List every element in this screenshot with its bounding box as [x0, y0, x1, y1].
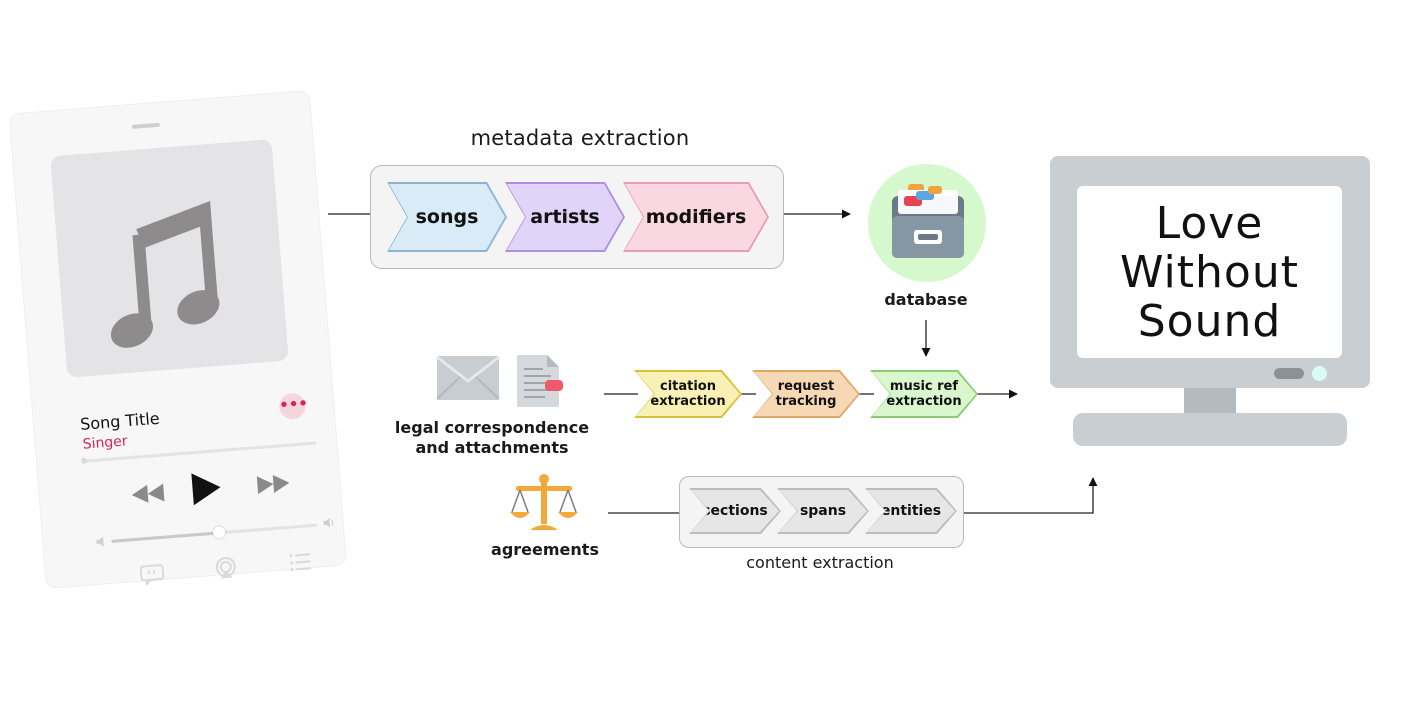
monitor-slot: [1274, 368, 1304, 379]
file-cabinet-icon: [892, 184, 964, 258]
rewind-icon[interactable]: [129, 481, 167, 506]
monitor-neck: [1184, 388, 1236, 414]
album-art: [50, 139, 289, 378]
step-artists: artists: [505, 182, 625, 252]
airplay-icon[interactable]: [213, 556, 239, 580]
queue-list-icon[interactable]: [289, 552, 312, 572]
step-sections-label: sections: [702, 503, 768, 519]
step-songs-label: songs: [415, 206, 479, 228]
step-spans-label: spans: [799, 503, 847, 519]
musicref-line1: music ref: [889, 379, 959, 394]
monitor-title: Love Without Sound: [1120, 199, 1299, 346]
monitor-power-light: [1312, 366, 1327, 381]
monitor-title-line2: Without: [1120, 246, 1299, 298]
play-icon[interactable]: [188, 469, 225, 508]
metadata-steps: songs artists modifiers: [387, 182, 769, 252]
document-attachment-icon: [517, 355, 563, 407]
step-artists-label: artists: [530, 206, 600, 228]
step-entities: entities: [865, 488, 957, 534]
content-to-monitor-arrow: [963, 477, 1098, 514]
legal-label-line1: legal correspondence: [394, 418, 590, 437]
step-entities-label: entities: [880, 503, 942, 519]
citation-line2: extraction: [650, 394, 726, 409]
musicref-line2: extraction: [886, 394, 962, 409]
legal-correspondence-label: legal correspondence and attachments: [392, 418, 592, 458]
music-note-icon: [110, 201, 220, 348]
volume-low-icon: [96, 536, 104, 547]
request-line2: tracking: [775, 394, 837, 409]
step-modifiers: modifiers: [623, 182, 769, 252]
monitor-screen: Love Without Sound: [1077, 186, 1342, 358]
step-songs: songs: [387, 182, 507, 252]
volume-high-icon: [323, 517, 334, 528]
lyrics-icon[interactable]: [139, 564, 165, 586]
monitor-stand: [1073, 413, 1347, 446]
monitor-title-line3: Sound: [1137, 295, 1282, 347]
database-label: database: [884, 290, 968, 309]
fast-forward-icon[interactable]: [255, 472, 293, 497]
content-extraction-caption: content extraction: [746, 553, 894, 572]
scales-of-justice-icon: [510, 474, 578, 530]
step-sections: sections: [689, 488, 781, 534]
request-line1: request: [777, 379, 835, 394]
content-steps: sections spans entities: [689, 488, 957, 534]
citation-line1: citation: [659, 379, 716, 394]
envelope-icon: [436, 355, 500, 400]
step-modifiers-label: modifiers: [645, 206, 747, 228]
agreements-label: agreements: [491, 540, 599, 559]
step-spans: spans: [777, 488, 869, 534]
phone-mockup: Song Title Singer •••: [9, 90, 346, 589]
metadata-extraction-title: metadata extraction: [470, 126, 690, 150]
monitor-title-line1: Love: [1155, 197, 1264, 249]
legal-label-line2: and attachments: [415, 438, 569, 457]
